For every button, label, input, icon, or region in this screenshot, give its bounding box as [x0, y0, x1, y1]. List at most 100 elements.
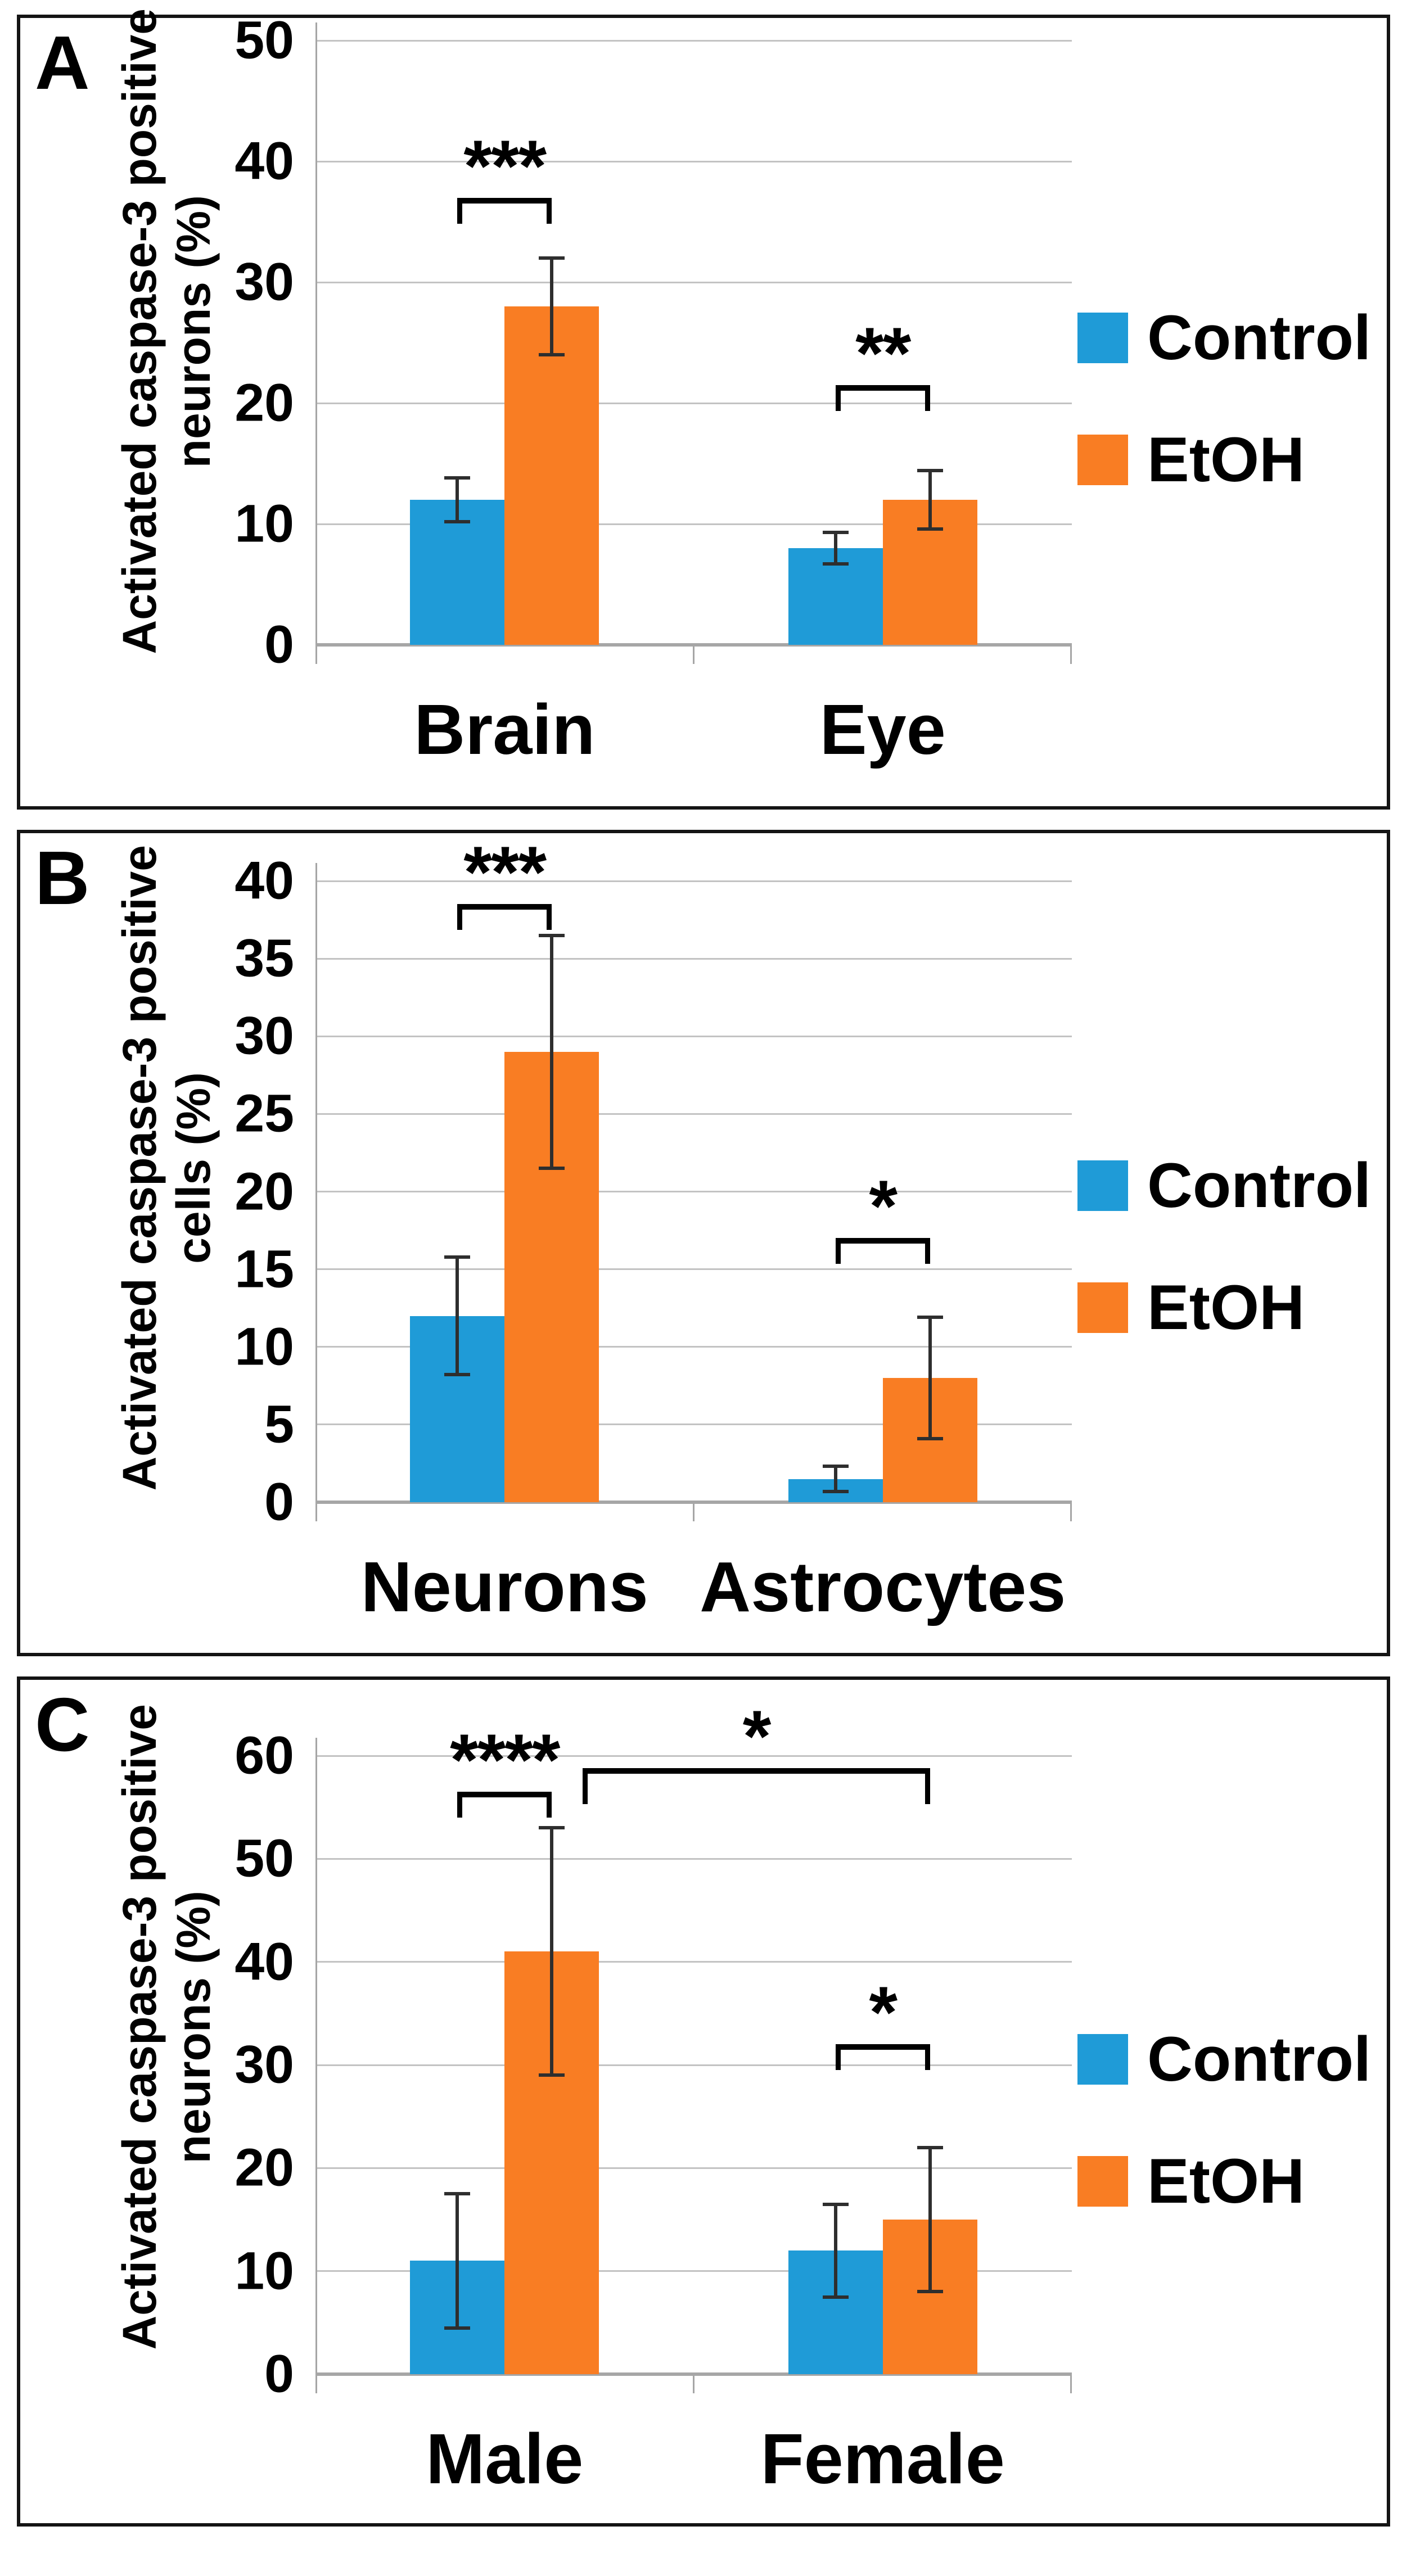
y-axis-title-line1: Activated caspase-3 positive — [112, 8, 166, 654]
error-bar-B-neurons-etoh-cap — [539, 933, 565, 937]
category-label-male: Male — [426, 2419, 584, 2498]
error-bar-B-neurons-etoh — [550, 935, 554, 1169]
significance-bracket-A-1-end — [925, 385, 930, 411]
error-bar-A-brain-etoh-cap — [539, 256, 565, 260]
legend-item-etoh: EtOH — [1077, 428, 1387, 491]
error-bar-C-female-etoh-cap — [917, 2145, 943, 2149]
gridline — [315, 1191, 1072, 1192]
significance-label-C-2: * — [742, 1695, 772, 1777]
y-tick-label: 35 — [234, 928, 294, 988]
significance-label-A-1: ** — [855, 311, 911, 394]
error-bar-C-female-etoh — [928, 2147, 932, 2292]
legend-label-control: Control — [1147, 2024, 1372, 2094]
legend-item-etoh: EtOH — [1077, 1276, 1387, 1339]
gridline — [315, 2167, 1072, 2169]
y-tick-label: 15 — [234, 1239, 294, 1299]
gridline — [315, 1755, 1072, 1757]
legend-item-control: Control — [1077, 2028, 1387, 2091]
error-bar-B-neurons-control — [456, 1257, 459, 1375]
gridline — [315, 523, 1072, 525]
error-bar-B-astrocytes-control-cap — [822, 1489, 849, 1493]
error-bar-A-eye-etoh — [928, 471, 932, 529]
x-axis-tick — [693, 1502, 695, 1521]
significance-label-A-0: *** — [463, 124, 547, 207]
error-bar-C-female-control-cap — [822, 2202, 849, 2206]
gridline — [315, 39, 1072, 42]
y-axis-title: Activated caspase-3 positive neurons (%) — [20, 8, 220, 806]
y-tick-label: 40 — [234, 851, 294, 911]
error-bar-A-eye-control-cap — [822, 531, 849, 535]
figure-panel-B: B Activated caspase-3 positive cells (%)… — [17, 830, 1390, 1656]
significance-bracket-C-2-end — [925, 1768, 930, 1804]
error-bar-C-female-etoh-cap — [917, 2290, 943, 2294]
error-bar-B-neurons-control-cap — [444, 1255, 471, 1259]
significance-bracket-A-1-end — [835, 385, 841, 411]
significance-bracket-A-1 — [835, 385, 930, 391]
legend-item-control: Control — [1077, 306, 1387, 369]
gridline — [315, 1961, 1072, 1963]
x-axis-tick — [693, 645, 695, 664]
legend-swatch-control — [1077, 1160, 1128, 1211]
x-axis-tick — [693, 2374, 695, 2393]
y-tick-label: 10 — [234, 494, 294, 554]
significance-bracket-C-1 — [835, 2044, 930, 2050]
gridline — [315, 2270, 1072, 2272]
error-bar-B-astrocytes-etoh-cap — [917, 1316, 943, 1319]
significance-bracket-B-0-end — [457, 904, 463, 930]
significance-bracket-C-0 — [457, 1792, 552, 1798]
y-tick-label: 30 — [234, 252, 294, 312]
panel-inner: Activated caspase-3 positive neurons (%)… — [20, 1680, 1387, 2523]
bar-A-brain-control — [410, 500, 505, 645]
gridline — [315, 2064, 1072, 2066]
gridline — [315, 281, 1072, 283]
error-bar-C-male-etoh — [550, 1828, 554, 2076]
y-axis-title-line1: Activated caspase-3 positive — [112, 1704, 166, 2350]
gridline — [315, 1423, 1072, 1426]
significance-label-B-1: * — [869, 1165, 898, 1248]
x-axis-tick — [1070, 2374, 1072, 2393]
y-axis-line — [315, 1738, 317, 2393]
legend-swatch-etoh — [1077, 1282, 1128, 1333]
y-tick-label: 20 — [234, 2137, 294, 2198]
legend-swatch-etoh — [1077, 435, 1128, 485]
category-label-brain: Brain — [414, 690, 596, 769]
y-axis-title: Activated caspase-3 positive neurons (%) — [20, 1680, 220, 2523]
panel-letter: B — [35, 835, 90, 920]
significance-bracket-A-0-end — [457, 197, 463, 224]
error-bar-B-neurons-control-cap — [444, 1373, 471, 1377]
significance-bracket-C-2-end — [583, 1768, 588, 1804]
error-bar-A-brain-control-cap — [444, 519, 471, 523]
significance-bracket-B-0-end — [547, 904, 552, 930]
x-axis-tick — [1070, 1502, 1072, 1521]
significance-label-C-0: **** — [450, 1719, 560, 1801]
error-bar-C-female-control-cap — [822, 2295, 849, 2299]
error-bar-A-eye-control — [833, 532, 837, 564]
y-axis-title: Activated caspase-3 positive cells (%) — [20, 833, 220, 1653]
legend-item-control: Control — [1077, 1154, 1387, 1217]
error-bar-C-male-etoh-cap — [539, 1826, 565, 1830]
error-bar-C-male-control-cap — [444, 2326, 471, 2330]
significance-label-B-0: *** — [463, 831, 547, 914]
error-bar-C-male-control — [456, 2194, 459, 2328]
legend-item-etoh: EtOH — [1077, 2150, 1387, 2213]
error-bar-C-female-control — [833, 2204, 837, 2297]
error-bar-B-astrocytes-control-cap — [822, 1465, 849, 1468]
figure-panel-A: A Activated caspase-3 positive neurons (… — [17, 8, 1390, 810]
y-tick-label: 40 — [234, 131, 294, 191]
bar-A-brain-etoh — [504, 306, 599, 645]
legend-label-etoh: EtOH — [1147, 1272, 1305, 1343]
error-bar-B-astrocytes-control — [833, 1466, 837, 1492]
y-axis-title-line2: cells (%) — [166, 1072, 220, 1264]
significance-bracket-C-1-end — [925, 2044, 930, 2071]
significance-bracket-B-1-end — [835, 1238, 841, 1264]
y-tick-label: 0 — [264, 1472, 294, 1532]
gridline — [315, 1858, 1072, 1860]
error-bar-C-male-etoh-cap — [539, 2073, 565, 2077]
gridline — [315, 160, 1072, 162]
